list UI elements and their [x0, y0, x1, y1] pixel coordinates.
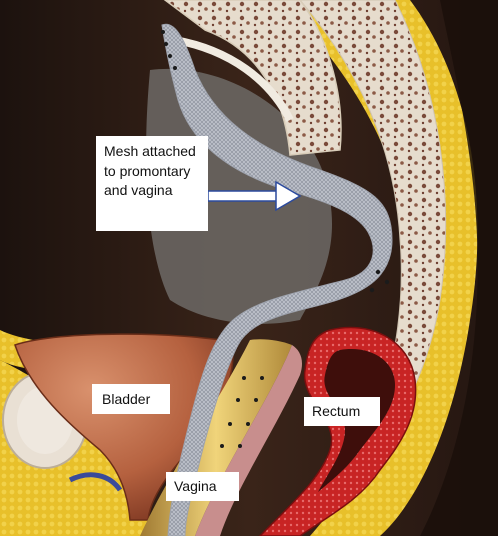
- posterior-shadow: [420, 0, 498, 536]
- bladder-organ: [14, 333, 234, 521]
- surgical-mesh: [161, 23, 393, 536]
- vertebra: [163, 0, 342, 156]
- bladder-label: Bladder: [92, 384, 170, 414]
- rectum-label: Rectum: [304, 397, 380, 426]
- vagina-label: Vagina: [166, 472, 239, 501]
- mesh-label: Mesh attached to promontary and vagina: [96, 136, 208, 231]
- pointer-arrow: [207, 180, 302, 212]
- pubic-ligament: [68, 472, 123, 492]
- intervertebral-disc: [174, 36, 294, 122]
- mesh-staples: [161, 30, 390, 448]
